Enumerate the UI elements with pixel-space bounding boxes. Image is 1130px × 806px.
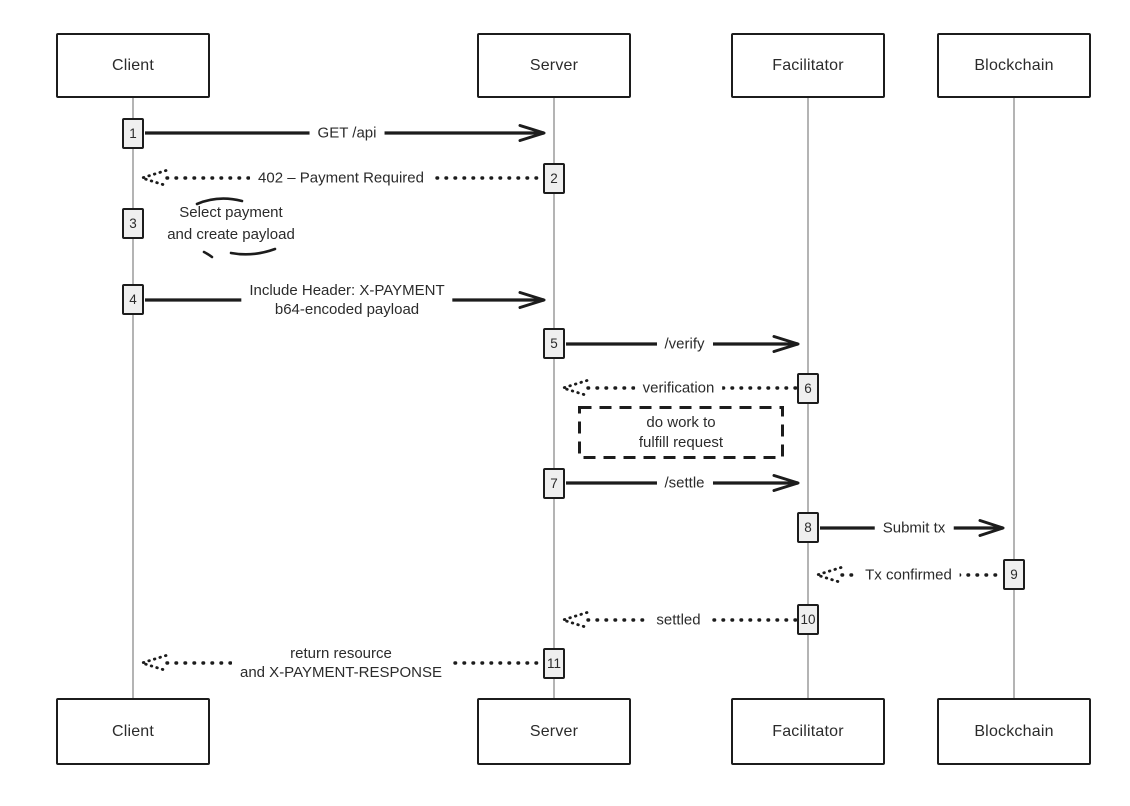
- message-label-line2: b64-encoded payload: [274, 301, 420, 318]
- step-marker-5: 5: [543, 328, 565, 359]
- actor-label: Blockchain: [974, 722, 1054, 740]
- message-label: Tx confirmed: [857, 565, 960, 585]
- message-label: Include Header: X-PAYMENT b64-encoded pa…: [241, 281, 453, 319]
- lifeline-client: [132, 98, 134, 699]
- step-marker-11: 11: [543, 648, 565, 679]
- step-marker-3: 3: [122, 208, 144, 239]
- step-number: 1: [129, 126, 137, 141]
- note-text: do work to fulfill request: [578, 406, 784, 459]
- step-marker-7: 7: [543, 468, 565, 499]
- message-label-line1: Include Header: X-PAYMENT: [249, 282, 445, 299]
- message-label: /verify: [656, 334, 713, 354]
- step-number: 4: [129, 292, 137, 307]
- message-label: settled: [648, 610, 709, 630]
- message-label: Submit tx: [874, 518, 954, 538]
- actor-box-blockchain-top: Blockchain: [937, 33, 1091, 98]
- message-label-line2: and X-PAYMENT-RESPONSE: [239, 664, 443, 681]
- actor-box-blockchain-bottom: Blockchain: [937, 698, 1091, 765]
- message-verification: verification: [558, 377, 798, 399]
- lifeline-blockchain: [1013, 98, 1015, 699]
- message-label: verification: [634, 378, 723, 398]
- note-line2: fulfill request: [638, 433, 724, 451]
- actor-label: Server: [529, 56, 579, 74]
- actor-box-client-bottom: Client: [56, 698, 210, 765]
- step-number: 11: [546, 656, 561, 671]
- message-402-payment-required: 402 – Payment Required: [137, 167, 544, 189]
- message-label: Select payment: [179, 204, 283, 221]
- step-number: 6: [804, 381, 812, 396]
- step-number: 10: [800, 612, 816, 627]
- lifeline-server: [553, 98, 555, 699]
- actor-label: Blockchain: [974, 56, 1054, 74]
- step-number: 9: [1010, 567, 1018, 582]
- actor-box-server-top: Server: [477, 33, 631, 98]
- actor-box-facilitator-bottom: Facilitator: [731, 698, 885, 765]
- message-settle: /settle: [566, 472, 803, 494]
- dashed-note-border-icon: [578, 406, 784, 459]
- actor-box-client-top: Client: [56, 33, 210, 98]
- dotted-arrow-left-icon: [558, 379, 798, 397]
- message-verify: /verify: [566, 333, 803, 355]
- message-include-header: Include Header: X-PAYMENT b64-encoded pa…: [145, 281, 549, 319]
- actor-box-server-bottom: Server: [477, 698, 631, 765]
- message-label: return resource and X-PAYMENT-RESPONSE: [231, 644, 451, 682]
- message-label: and create payload: [167, 226, 295, 243]
- step-number: 5: [550, 336, 558, 351]
- step-marker-4: 4: [122, 284, 144, 315]
- message-select-payment: Select payment and create payload: [150, 202, 312, 246]
- message-settled: settled: [558, 609, 798, 631]
- actor-label: Facilitator: [772, 722, 844, 740]
- step-number: 7: [550, 476, 558, 491]
- dotted-arrow-left-icon: [558, 611, 798, 629]
- actor-label: Client: [111, 722, 155, 740]
- step-marker-1: 1: [122, 118, 144, 149]
- note-do-work: do work to fulfill request: [578, 406, 784, 459]
- actor-box-facilitator-top: Facilitator: [731, 33, 885, 98]
- actor-label: Facilitator: [772, 56, 844, 74]
- message-return-resource: return resource and X-PAYMENT-RESPONSE: [137, 644, 544, 682]
- step-marker-6: 6: [797, 373, 819, 404]
- step-marker-2: 2: [543, 163, 565, 194]
- message-tx-confirmed: Tx confirmed: [812, 564, 1004, 586]
- message-get-api: GET /api: [145, 122, 549, 144]
- step-marker-9: 9: [1003, 559, 1025, 590]
- message-label: GET /api: [309, 123, 385, 143]
- step-marker-10: 10: [797, 604, 819, 635]
- message-label: /settle: [656, 473, 713, 493]
- actor-label: Client: [111, 56, 155, 74]
- message-label-line1: return resource: [290, 645, 392, 662]
- step-number: 8: [804, 520, 812, 535]
- message-label: 402 – Payment Required: [250, 168, 432, 188]
- note-line1: do work to: [646, 413, 716, 431]
- step-number: 3: [129, 216, 137, 231]
- self-loop-sketch-icon: [195, 197, 277, 259]
- actor-label: Server: [529, 722, 579, 740]
- step-marker-8: 8: [797, 512, 819, 543]
- step-number: 2: [550, 171, 558, 186]
- message-submit-tx: Submit tx: [820, 517, 1008, 539]
